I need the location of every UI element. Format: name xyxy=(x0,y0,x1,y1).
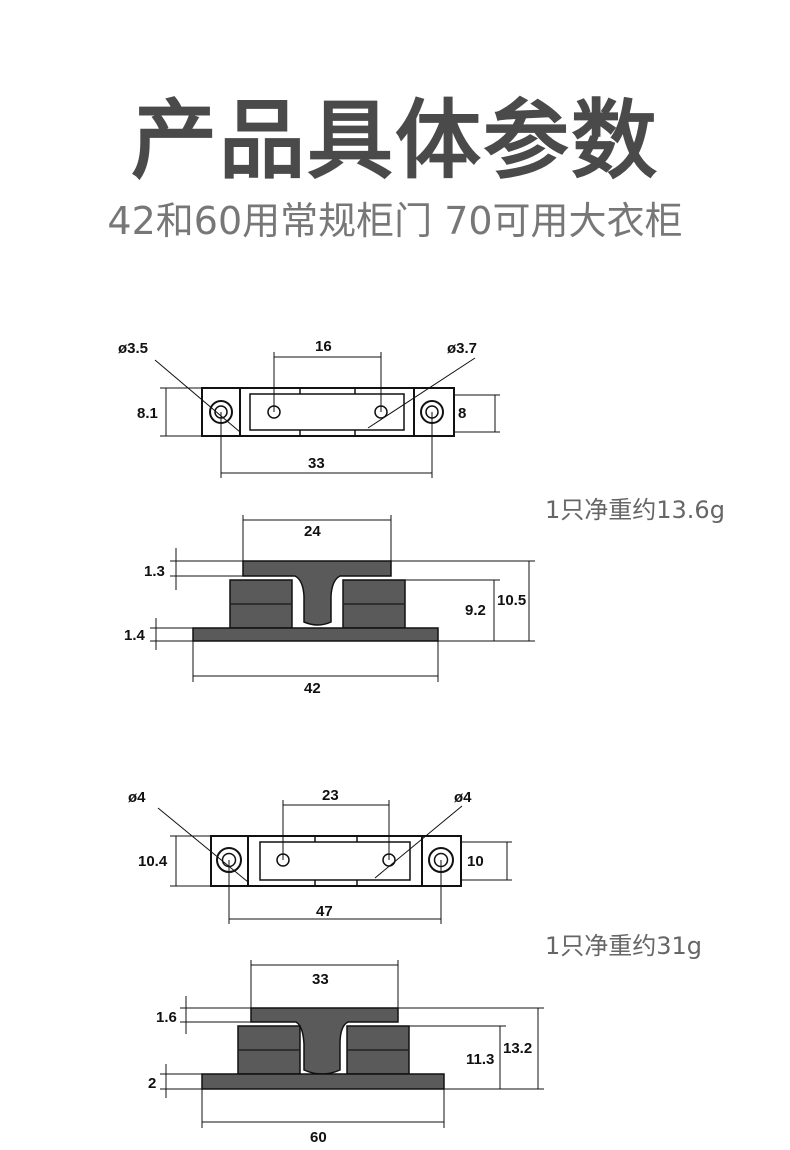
dim-hole-right: ø3.7 xyxy=(447,340,477,357)
dim-base-width: 42 xyxy=(304,680,321,697)
dim-total-height: 13.2 xyxy=(503,1040,532,1057)
dim-hole-spacing: 33 xyxy=(308,455,325,472)
dim-slot-spacing: 16 xyxy=(315,338,332,355)
dim-hole-left: ø4 xyxy=(128,789,146,806)
dim-top-width: 33 xyxy=(312,971,329,988)
side-view-small xyxy=(150,515,535,682)
top-view-large xyxy=(157,800,512,924)
base-plate xyxy=(192,627,439,642)
dim-right-height: 10 xyxy=(467,853,484,870)
dim-top-thickness: 1.3 xyxy=(144,563,165,580)
weight-label-small: 1只净重约13.6g xyxy=(545,496,725,524)
dim-base-width: 60 xyxy=(310,1129,327,1146)
side-view-large xyxy=(160,960,544,1128)
top-view-outline xyxy=(210,835,462,887)
base-plate xyxy=(201,1073,445,1090)
dim-left-height: 8.1 xyxy=(137,405,158,422)
dim-base-thickness: 2 xyxy=(148,1075,156,1092)
dim-inner-height: 9.2 xyxy=(465,602,486,619)
top-view-slot xyxy=(249,393,405,431)
top-view-slot xyxy=(259,841,411,881)
dim-right-height: 8 xyxy=(458,405,466,422)
dim-hole-spacing: 47 xyxy=(316,903,333,920)
top-view-small xyxy=(154,352,500,478)
dim-top-thickness: 1.6 xyxy=(156,1009,177,1026)
page-title: 产品具体参数 xyxy=(131,91,659,191)
dim-left-height: 10.4 xyxy=(138,853,168,870)
dim-base-thickness: 1.4 xyxy=(124,627,146,644)
page-subtitle: 42和60用常规柜门 70可用大衣柜 xyxy=(107,199,683,243)
weight-label-large: 1只净重约31g xyxy=(545,932,703,960)
latch-plate xyxy=(242,560,392,626)
dim-hole-right: ø4 xyxy=(454,789,472,806)
dim-slot-spacing: 23 xyxy=(322,787,339,804)
dim-hole-left: ø3.5 xyxy=(118,340,148,357)
top-view-outline xyxy=(201,387,455,437)
dim-top-width: 24 xyxy=(304,523,321,540)
dim-inner-height: 11.3 xyxy=(466,1051,494,1068)
dim-total-height: 10.5 xyxy=(497,592,526,609)
